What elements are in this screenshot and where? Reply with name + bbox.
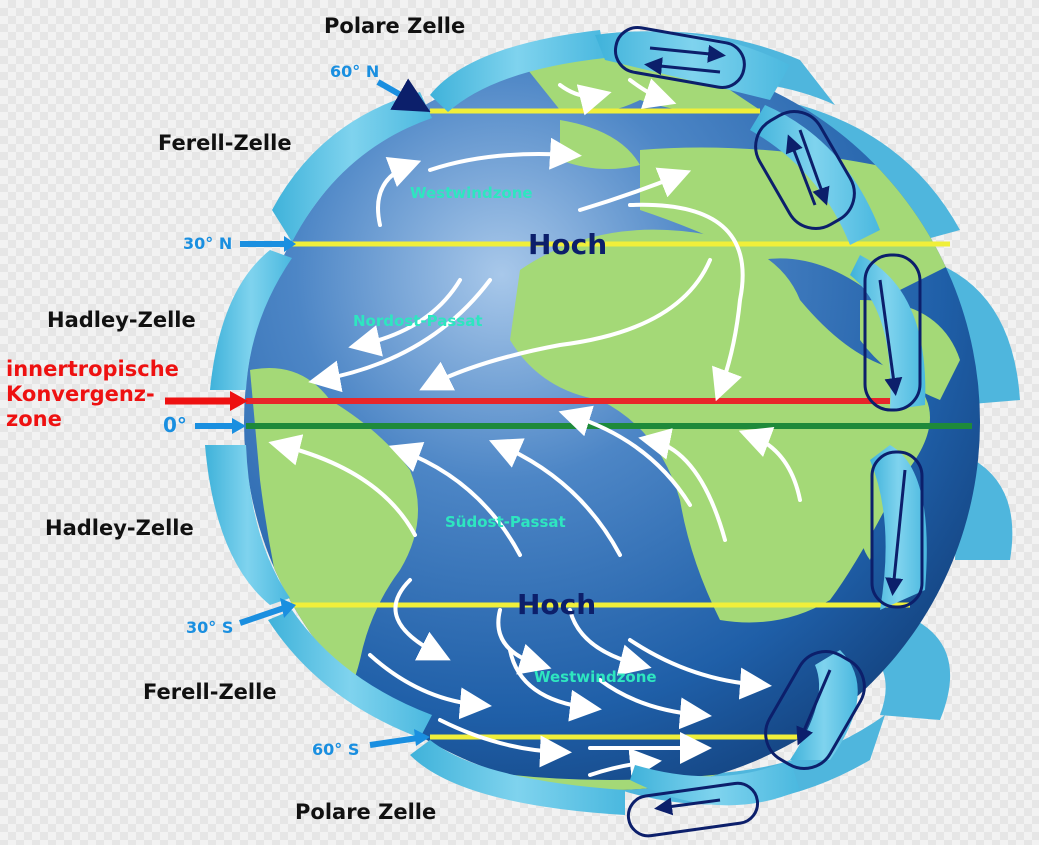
label-lat-equator: 0° <box>163 413 187 437</box>
label-itcz: innertropische Konvergenz- zone <box>6 357 179 433</box>
label-ferrel-cell-north: Ferell-Zelle <box>158 131 292 155</box>
label-lat-30s: 30° S <box>186 618 234 637</box>
label-trades-north: Nordost-Passat <box>353 312 483 330</box>
label-high-south: Hoch <box>517 588 597 621</box>
label-lat-60n: 60° N <box>330 62 380 81</box>
label-westerlies-north: Westwindzone <box>410 184 533 202</box>
label-itcz-line3: zone <box>6 407 62 432</box>
wind-arrows <box>268 78 802 780</box>
left-cell-tubes <box>205 30 625 815</box>
label-hadley-cell-south: Hadley-Zelle <box>45 516 194 540</box>
label-lat-30n: 30° N <box>183 234 233 253</box>
label-itcz-line2: Konvergenz- <box>6 382 155 407</box>
latitude-pointers <box>165 78 431 748</box>
arrow-60n <box>376 78 431 112</box>
label-high-north: Hoch <box>528 228 608 261</box>
arrow-30s <box>239 605 285 626</box>
cell-loops <box>613 26 924 838</box>
label-ferrel-cell-south: Ferell-Zelle <box>143 680 277 704</box>
label-trades-south: Südost-Passat <box>445 513 566 531</box>
label-westerlies-south: Westwindzone <box>534 668 657 686</box>
label-polar-cell-south: Polare Zelle <box>295 800 437 824</box>
label-itcz-line1: innertropische <box>6 357 179 381</box>
label-lat-60s: 60° S <box>312 740 360 759</box>
arrow-60s <box>369 735 419 748</box>
label-polar-cell-north: Polare Zelle <box>324 14 466 38</box>
label-hadley-cell-north: Hadley-Zelle <box>47 308 196 332</box>
